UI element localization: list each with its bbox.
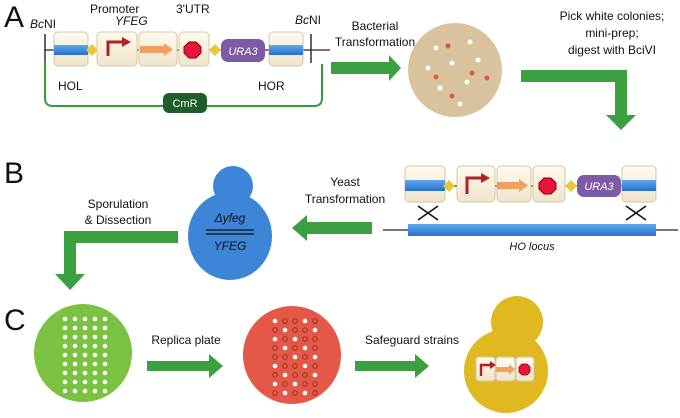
- yeast-transformation-line1: Yeast: [330, 175, 360, 189]
- replica-plate-label: Replica plate: [151, 333, 221, 347]
- ho-locus-bar: [408, 224, 656, 236]
- panel-label-b: B: [4, 157, 24, 190]
- arrow-c2-icon: [355, 354, 429, 378]
- yfeg-label: YFEG: [115, 14, 148, 28]
- hol-blue-bar: [54, 45, 88, 55]
- bcni-left-label: BcNI: [30, 17, 56, 31]
- safeguard-promoter-arrowhead-icon: [490, 361, 496, 369]
- loxp-b-right-icon: [565, 180, 577, 192]
- crossover-left-icon: [417, 205, 439, 221]
- selection-plate: [243, 306, 341, 404]
- promoter-b-arrow-icon: [465, 176, 483, 194]
- ura3-label: URA3: [228, 46, 258, 58]
- promoter-arrow-icon: [106, 40, 124, 56]
- bacterial-transformation-line2: Transformation: [335, 35, 415, 49]
- ura3-b-box: [577, 175, 621, 197]
- selection-colonies: [272, 318, 318, 396]
- yfeg-orf-arrowhead-icon: [164, 43, 173, 56]
- tetrad-plate: [34, 304, 132, 402]
- bacterial-transformation-line1: Bacterial: [352, 19, 399, 33]
- arrow-a2-bent-icon: [521, 70, 636, 130]
- terminator-octagon-icon: [183, 41, 202, 59]
- ura3-b-label: URA3: [584, 181, 614, 193]
- safeguard-orf-bar: [496, 367, 509, 372]
- yfeg-b-orf-bar: [497, 182, 519, 189]
- bcni-right-label: BcNI: [295, 13, 321, 27]
- safeguard-promoter-box: [475, 356, 496, 382]
- loxp-diamond-left-icon: [86, 44, 98, 56]
- ura3-box: [221, 39, 265, 62]
- arrow-a1-icon: [331, 55, 401, 81]
- hol-b-blue-bar: [405, 180, 445, 191]
- safeguard-terminator-icon: [518, 363, 531, 376]
- crossover-right-icon: [625, 205, 647, 221]
- sporulation-line1: Sporulation: [88, 197, 149, 211]
- bacterial-plate: [408, 23, 502, 117]
- loxp-b-left-icon: [443, 180, 455, 192]
- pick-colonies-line2: mini-prep;: [585, 26, 638, 40]
- promoter-label: Promoter: [90, 2, 139, 16]
- yeast-diploid-cell: [188, 192, 272, 280]
- genotype-bottom-label: YFEG: [214, 239, 247, 253]
- arrow-b1-icon: [292, 215, 372, 241]
- bacterial-colonies: [425, 39, 490, 107]
- hor-b-blue-bar: [622, 180, 656, 191]
- panel-label-c: C: [4, 304, 26, 337]
- cmr-box: [163, 93, 207, 113]
- safeguard-orf-arrowhead-icon: [509, 364, 515, 375]
- safeguard-promoter-arrow-icon: [479, 363, 492, 376]
- promoter-b-box: [456, 165, 496, 203]
- yfeg-b-arrowhead-icon: [519, 179, 528, 192]
- promoter-box: [96, 31, 138, 67]
- ho-locus-label: HO locus: [509, 241, 555, 253]
- promoter-arrowhead-icon: [122, 37, 131, 47]
- pick-colonies-line3: digest with BciVI: [568, 43, 656, 57]
- tetrad-spores: [62, 316, 108, 394]
- hol-label: HOL: [58, 79, 83, 93]
- sporulation-line2: & Dissection: [85, 213, 152, 227]
- utr-label: 3'UTR: [176, 2, 210, 16]
- hor-label: HOR: [258, 79, 285, 93]
- yfeg-orf-bar: [140, 46, 164, 53]
- arrow-b2-bent-icon: [55, 231, 178, 290]
- promoter-b-arrowhead-icon: [481, 173, 490, 183]
- hor-blue-bar: [269, 45, 303, 55]
- pick-colonies-line1: Pick white colonies;: [560, 9, 665, 23]
- terminator-b-octagon-icon: [538, 177, 557, 195]
- arrow-c1-icon: [147, 354, 223, 378]
- yeast-transformation-line2: Transformation: [305, 192, 385, 206]
- panel-label-a: A: [4, 1, 24, 34]
- loxp-diamond-right-icon: [209, 44, 221, 56]
- safeguard-strains-label: Safeguard strains: [365, 333, 459, 347]
- cmr-label: CmR: [172, 98, 197, 110]
- genotype-top-label: Δyfeg: [214, 211, 246, 225]
